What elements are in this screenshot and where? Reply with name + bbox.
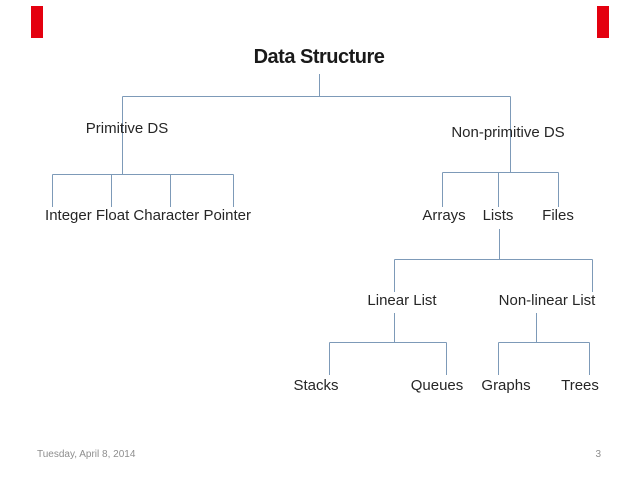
slide-number: 3 <box>595 449 601 460</box>
footer-date: Tuesday, April 8, 2014 <box>37 449 136 460</box>
connector-primitive-children <box>52 174 234 207</box>
node-linear-list: Linear List <box>367 292 437 309</box>
connector-lists-children <box>394 229 593 292</box>
connector-nonprimitive-children <box>442 172 559 207</box>
node-trees: Trees <box>561 377 599 394</box>
red-accent-bar-right <box>597 6 609 38</box>
connector-nonlinearlist-children <box>498 313 590 375</box>
node-primitive-children-row: Integer Float Character Pointer <box>45 207 251 224</box>
node-non-linear-list: Non-linear List <box>498 292 596 309</box>
node-stacks: Stacks <box>293 377 339 394</box>
node-graphs: Graphs <box>481 377 531 394</box>
red-accent-bar-left <box>31 6 43 38</box>
connector-root-to-level1 <box>122 74 511 175</box>
slide-title: Data Structure <box>253 46 385 68</box>
connector-linearlist-children <box>329 313 447 375</box>
node-lists: Lists <box>482 207 514 224</box>
node-primitive-ds: Primitive DS <box>85 120 169 137</box>
node-non-primitive-ds: Non-primitive DS <box>451 124 565 141</box>
node-queues: Queues <box>410 377 464 394</box>
node-arrays: Arrays <box>422 207 466 224</box>
node-files: Files <box>542 207 574 224</box>
